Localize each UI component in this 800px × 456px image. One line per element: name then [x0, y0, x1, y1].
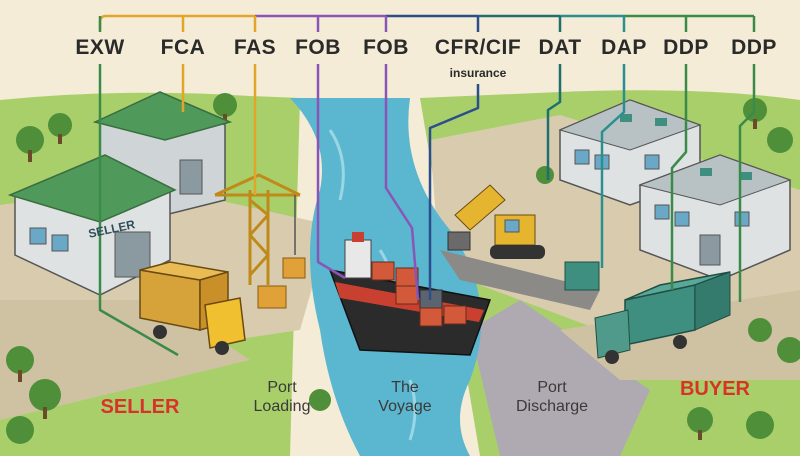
term-dap: DAP: [601, 36, 647, 59]
port-discharge-line-1: Port: [537, 379, 567, 396]
term-fca: FCA: [160, 36, 206, 59]
term-fob-2: FOB: [363, 36, 409, 59]
bracket-drop-line: [670, 64, 688, 290]
buyer-truck: [594, 271, 731, 364]
crate-ground: [257, 285, 287, 309]
discharge-zone: [470, 300, 650, 456]
loading-crane: [214, 173, 301, 285]
term-cfr-cif: CFR/CIF: [434, 36, 522, 59]
bracket-drop-line: [546, 64, 562, 180]
term-dat: DAT: [538, 36, 582, 59]
trees: [6, 93, 800, 444]
buyer-label: BUYER: [679, 378, 751, 400]
voyage-line-2: Voyage: [378, 398, 432, 415]
quay: [440, 250, 600, 310]
road-seller: [0, 300, 250, 420]
crate-hanging: [282, 257, 306, 279]
cargo-ship: [328, 232, 492, 356]
term-fas: FAS: [233, 36, 277, 59]
term-ddp-2: DDP: [731, 36, 777, 59]
term-ddp-1: DDP: [663, 36, 709, 59]
bracket-drop-line: [428, 84, 480, 300]
term-fob-1: FOB: [295, 36, 341, 59]
ddp-building: [638, 154, 792, 281]
bracket-drop-line: [384, 64, 420, 301]
seller-warehouse: [7, 91, 233, 296]
excavator: [447, 184, 545, 259]
seller-label: SELLER: [100, 396, 180, 418]
voyage-label: The Voyage: [378, 378, 431, 416]
insurance-label: insurance: [449, 66, 507, 80]
bracket-drop-line: [316, 64, 346, 280]
bracket-drop-line: [98, 64, 179, 357]
seller-truck: [139, 261, 246, 355]
incoterm-brackets: [98, 14, 756, 357]
bracket-drop-line: [738, 64, 756, 302]
port-loading-line-2: Loading: [253, 398, 311, 415]
bracket-drop-line: [600, 64, 626, 268]
quay-cargo: [564, 261, 600, 291]
term-exw: EXW: [75, 36, 125, 59]
port-loading-line-1: Port: [267, 379, 297, 396]
port-discharge-label: Port Discharge: [516, 378, 588, 416]
port-loading-label: Port Loading: [254, 378, 311, 416]
voyage-line-1: The: [391, 379, 419, 396]
port-discharge-line-2: Discharge: [515, 398, 589, 415]
